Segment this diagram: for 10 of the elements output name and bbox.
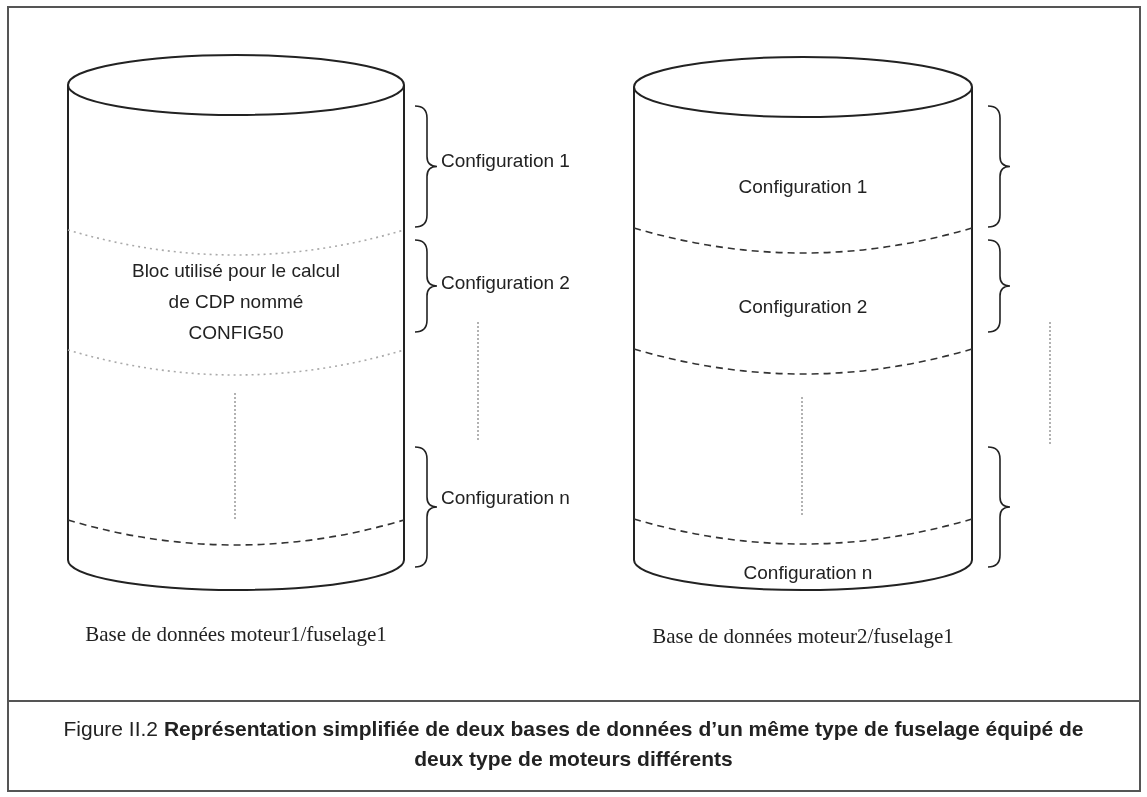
segment-label: Configuration n bbox=[742, 561, 874, 585]
segment-label: Configuration 2 bbox=[737, 295, 869, 319]
configuration-label: Configuration 1 bbox=[441, 150, 570, 172]
figure-caption: Figure II.2 Représentation simplifiée de deux bases de données d’un même type de fuselage équipé de deux type de moteurs différents bbox=[62, 716, 1085, 772]
database-caption: Base de données moteur2/fuselage1 bbox=[651, 623, 955, 650]
block-label: Bloc utilisé pour le calcul de CDP nommé CONFIG50 bbox=[130, 259, 341, 345]
configuration-label: Configuration 2 bbox=[441, 272, 570, 294]
database-caption: Base de données moteur1/fuselage1 bbox=[84, 621, 388, 648]
segment-label: Configuration 1 bbox=[737, 175, 869, 199]
configuration-label: Configuration n bbox=[441, 487, 570, 509]
